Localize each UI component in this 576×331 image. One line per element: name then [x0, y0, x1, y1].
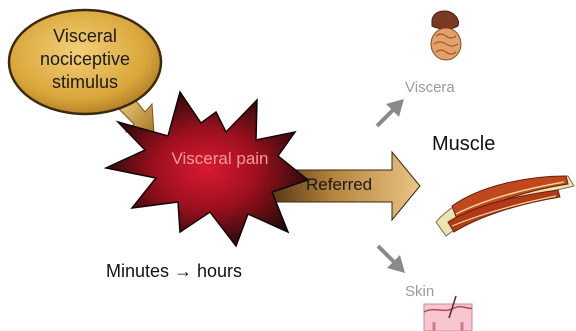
stimulus-label-line-3: stimulus [51, 72, 118, 92]
viscera-label: Viscera [405, 79, 455, 96]
viscera-organs-icon [430, 10, 462, 61]
arrow-to-viscera [375, 99, 404, 128]
skin-label: Skin [405, 283, 435, 300]
muscle-anatomy-icon [435, 175, 575, 237]
visceral-pain-burst [103, 90, 310, 248]
referred-arrow [261, 150, 421, 222]
skin-section-icon [423, 295, 473, 331]
muscle-label: Muscle [432, 133, 496, 155]
stimulus-label-line-2: nociceptive [39, 49, 131, 69]
referred-label: Referred [306, 175, 373, 194]
arrow-to-skin [376, 244, 405, 273]
visceral-pain-label: Visceral pain [171, 149, 269, 168]
stimulus-label-line-1: Visceral [53, 26, 117, 46]
stimulus-oval [7, 8, 163, 116]
timescale-label: Minutes → hours [106, 261, 243, 281]
